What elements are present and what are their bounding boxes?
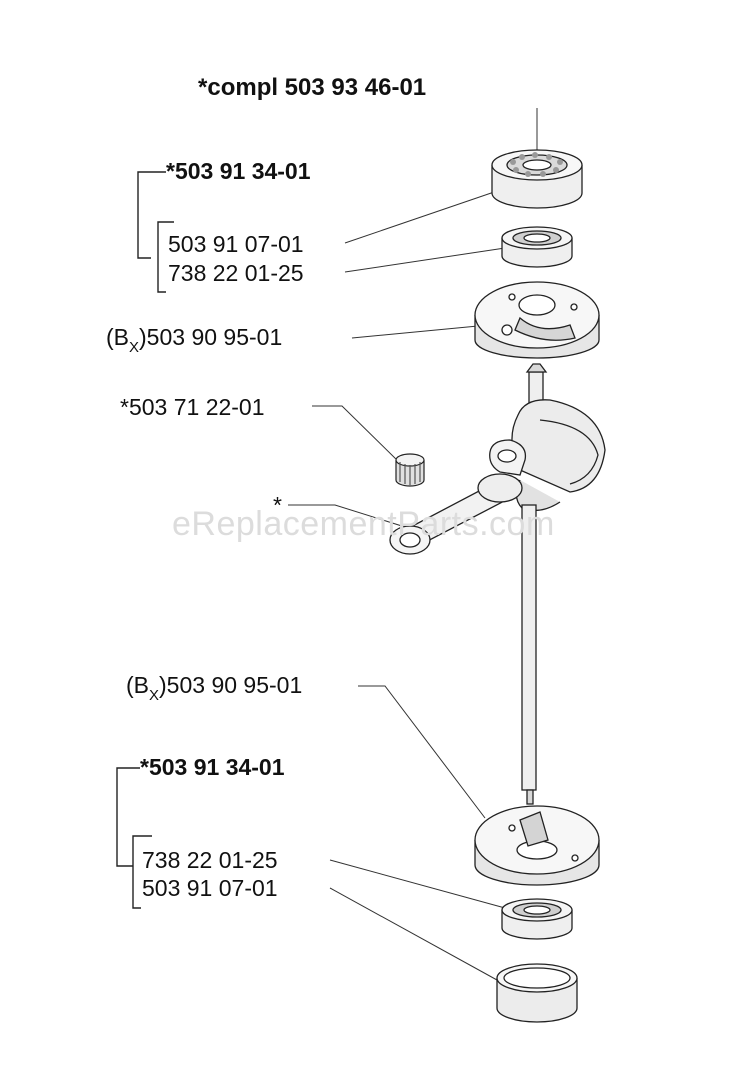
bracket-lower-sub xyxy=(132,835,152,909)
lower-ball-bearing-drawing xyxy=(496,963,578,1023)
needle-bearing-label: *503 71 22-01 xyxy=(120,394,265,420)
lower-crankcase-prefix: (B xyxy=(126,672,149,698)
upper-crankcase-prefix: (B xyxy=(106,324,129,350)
crankshaft-drawing xyxy=(489,363,606,805)
bracket-upper-group xyxy=(137,171,166,259)
lower-roller-bearing-drawing xyxy=(501,898,573,940)
lower-crankcase-num: )503 90 95-01 xyxy=(159,672,303,698)
lower-bearing-label: 503 91 07-01 xyxy=(142,875,278,901)
lower-crankcase-sub: X xyxy=(149,687,160,704)
watermark: eReplacementParts.com xyxy=(172,505,555,543)
upper-ball-bearing-drawing xyxy=(491,149,583,209)
upper-roller-label: 738 22 01-25 xyxy=(168,260,304,286)
leader-lower-crankcase xyxy=(358,685,486,819)
lower-set-label: *503 91 34-01 xyxy=(140,754,285,780)
upper-crankcase-drawing xyxy=(474,281,600,359)
connecting-rod-drawing xyxy=(389,473,523,555)
bracket-upper-sub xyxy=(157,221,174,293)
needle-bearing-drawing xyxy=(395,453,425,487)
leader-upper-roller xyxy=(344,247,506,273)
leader-upper-bearing xyxy=(344,189,501,244)
leader-lower-roller xyxy=(329,859,506,909)
upper-set-label: *503 91 34-01 xyxy=(166,158,311,184)
lower-crankcase-drawing xyxy=(474,805,600,886)
leader-lower-bearing xyxy=(329,887,498,981)
assembly-title: *compl 503 93 46-01 xyxy=(198,74,427,101)
leader-conrod xyxy=(288,504,406,528)
conrod-label: * xyxy=(273,492,282,518)
leader-needle xyxy=(312,405,403,466)
upper-bearing-label: 503 91 07-01 xyxy=(168,231,304,257)
upper-roller-bearing-drawing xyxy=(501,226,573,268)
bracket-lower-group xyxy=(116,767,140,867)
upper-crankcase-sub: X xyxy=(129,339,140,356)
leader-upper-crankcase xyxy=(351,325,479,339)
upper-crankcase-num: )503 90 95-01 xyxy=(139,324,283,350)
lower-roller-label: 738 22 01-25 xyxy=(142,847,278,873)
lower-crankcase-label: (BX)503 90 95-01 xyxy=(126,672,303,704)
upper-crankcase-label: (BX)503 90 95-01 xyxy=(106,324,283,356)
